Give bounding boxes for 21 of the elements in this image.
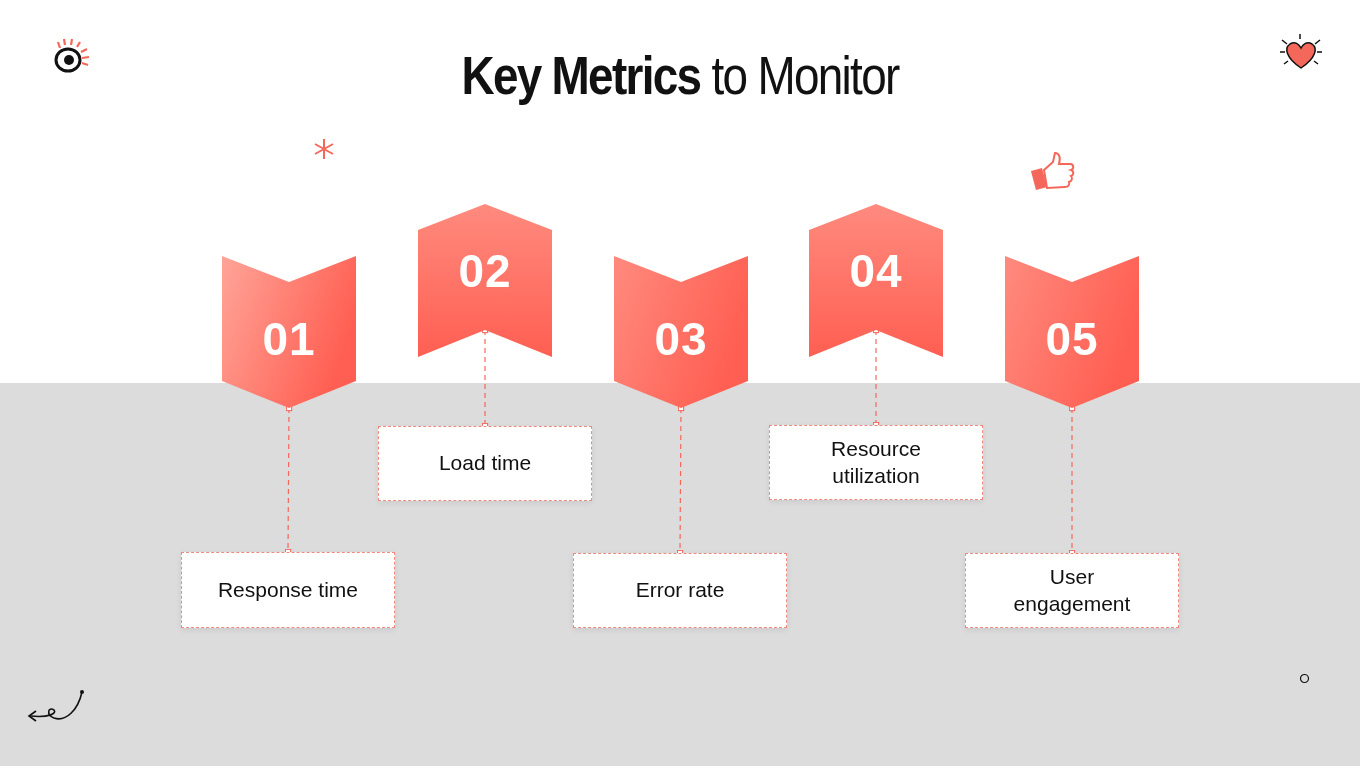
- metric-label: User engagement: [1012, 564, 1132, 617]
- metric-label: Response time: [217, 576, 359, 603]
- metric-label: Error rate: [635, 577, 725, 604]
- metric-card: [769, 425, 983, 500]
- title: Key Metrics to Monitor: [460, 44, 901, 106]
- chevron-badge: [809, 204, 943, 357]
- chevron-badge: [418, 204, 552, 357]
- step-number: 03: [653, 312, 709, 366]
- metric-card: [181, 552, 395, 628]
- metric-label: Load time: [438, 450, 532, 477]
- chevron-badge: [614, 256, 748, 408]
- metric-card: [378, 426, 592, 501]
- metric-card: [573, 553, 787, 628]
- step-number: 04: [848, 244, 904, 298]
- metric-label: Resource utilization: [830, 436, 922, 489]
- chevron-badge: [1005, 256, 1139, 408]
- step-number: 05: [1044, 312, 1100, 366]
- step-number: 01: [261, 312, 317, 366]
- metric-card: [965, 553, 1179, 628]
- step-number: 02: [457, 244, 513, 298]
- chevron-badge: [222, 256, 356, 408]
